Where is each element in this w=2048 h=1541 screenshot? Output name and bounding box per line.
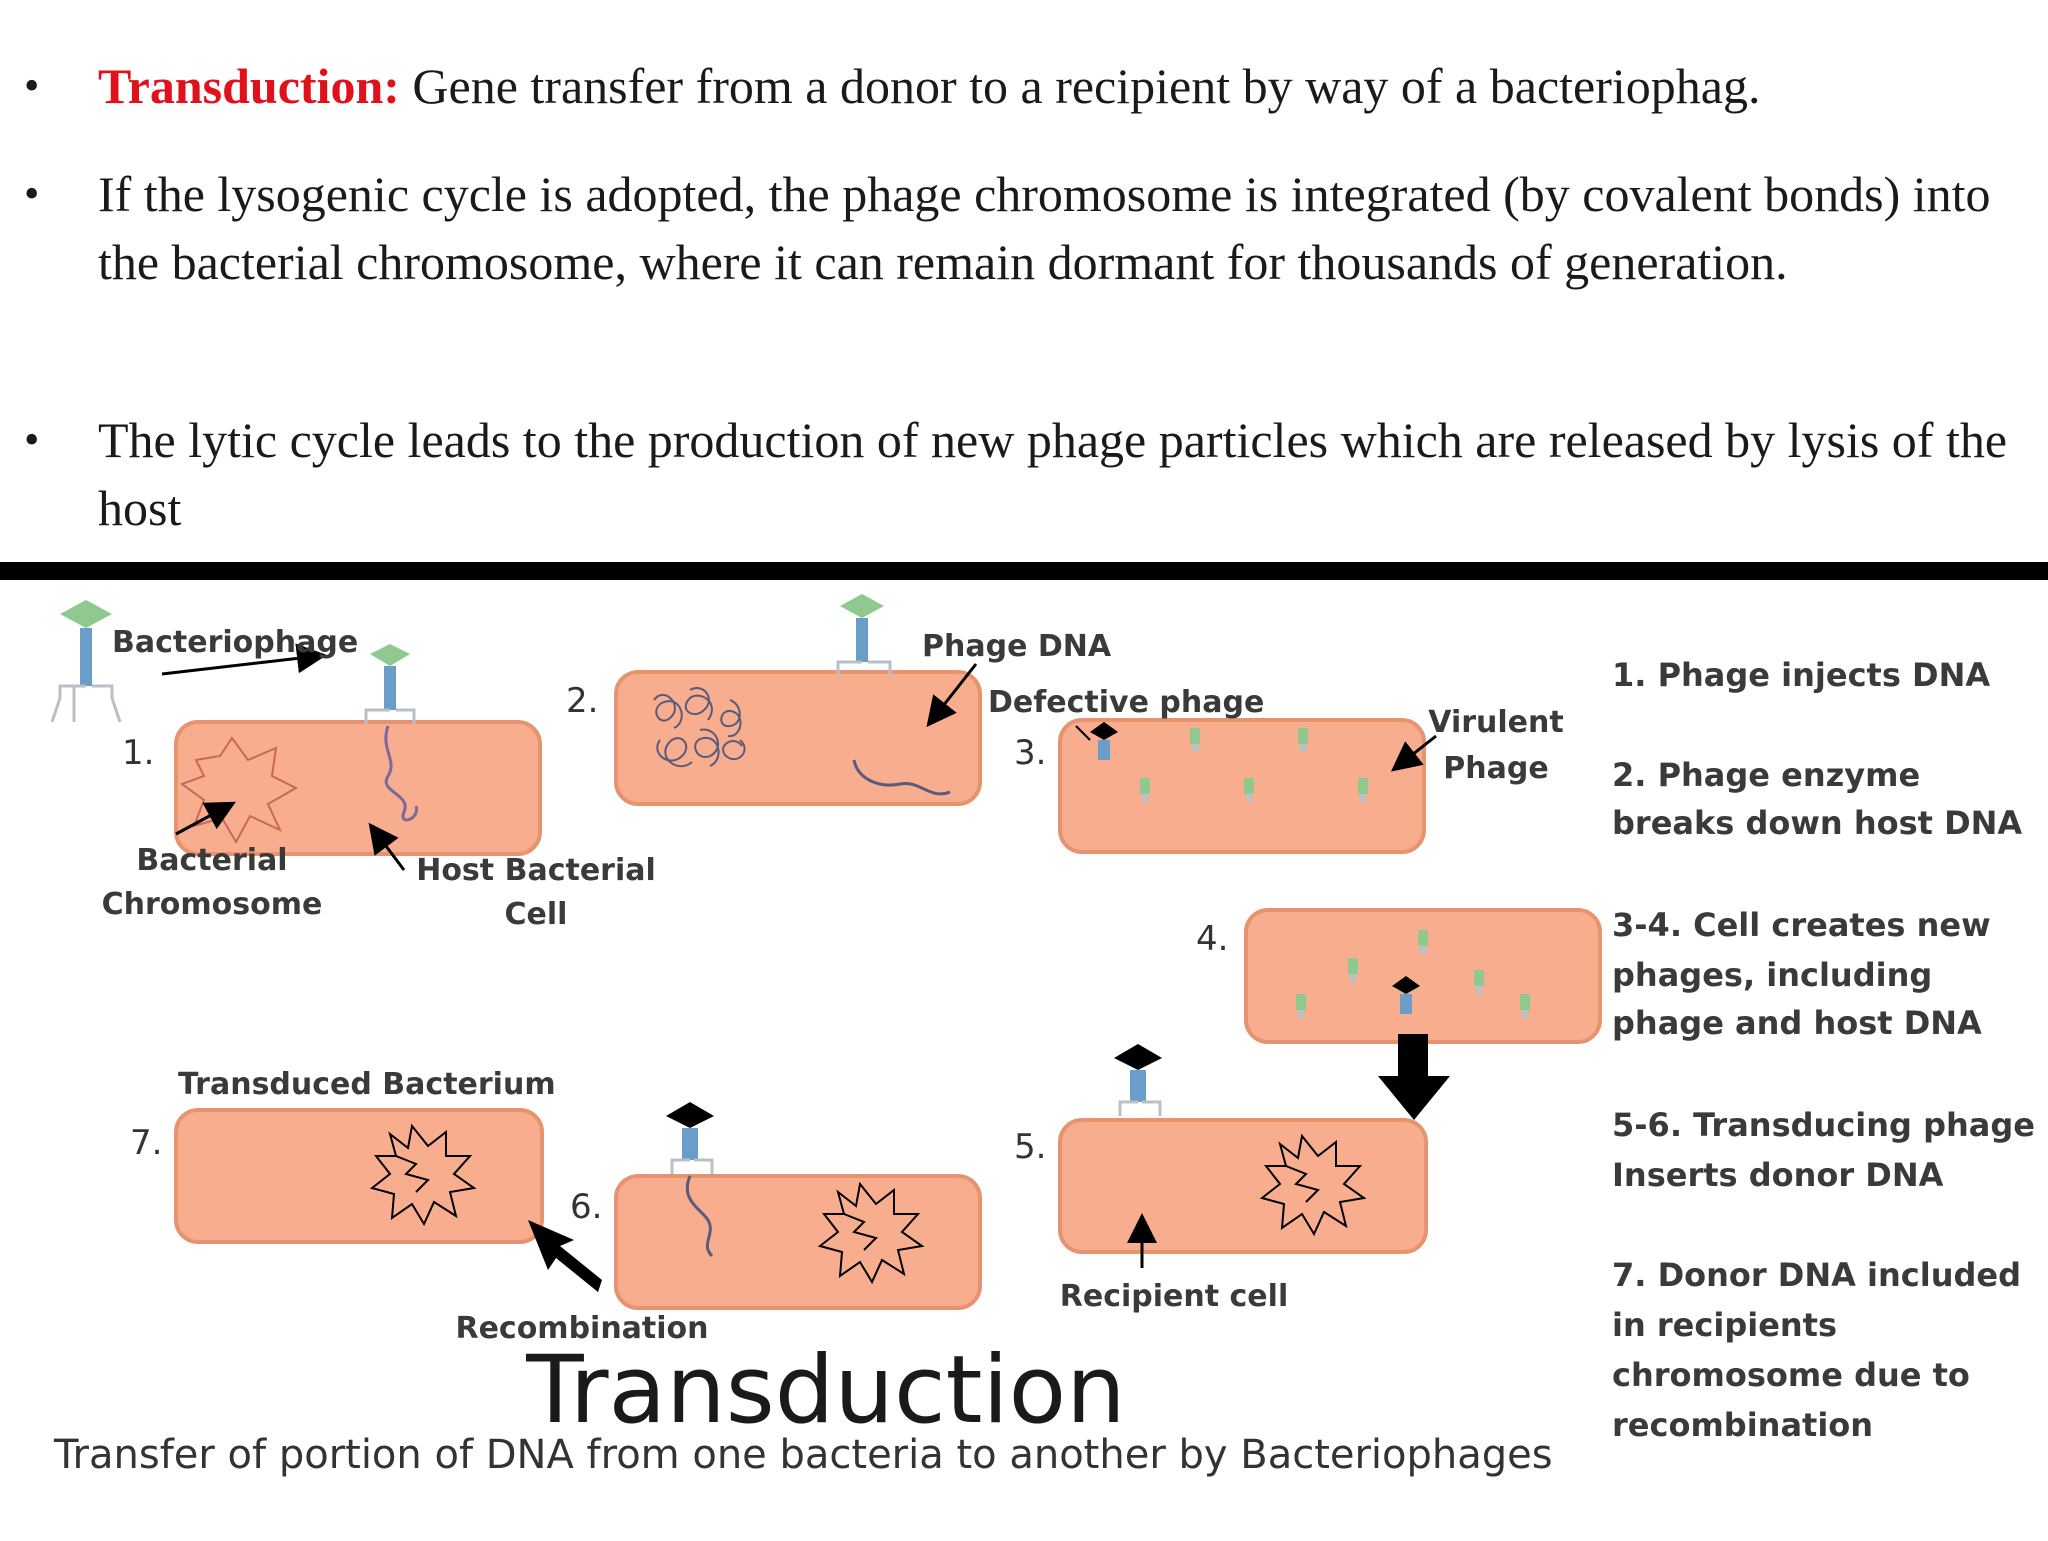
virulent-phages	[1140, 728, 1368, 802]
starburst-icon	[369, 1123, 477, 1227]
chromosome-starbursts	[369, 1123, 1367, 1285]
label-virulent-phage: Phage	[1443, 751, 1548, 786]
transducing-phage-icon	[666, 1102, 714, 1174]
bullet-dot: •	[24, 61, 40, 110]
defective-phage-icon	[1090, 722, 1118, 760]
step-number: 2.	[566, 681, 598, 721]
new-phage-icon	[1418, 930, 1428, 954]
legend-line: chromosome due to	[1612, 1356, 1970, 1394]
starburst-icon	[1259, 1133, 1367, 1237]
cell-2	[614, 670, 982, 806]
new-phages	[1296, 930, 1530, 1018]
legend-line: 3-4. Cell creates new	[1612, 906, 1991, 944]
step-number: 7.	[130, 1123, 162, 1163]
label-transduced-bacterium: Transduced Bacterium	[178, 1067, 556, 1102]
diagram-canvas: 1. 2. 3. 4. 5. 6. 7. Bacteriophage Bacte…	[50, 594, 2035, 1478]
label-phage-dna: Phage DNA	[922, 629, 1112, 664]
bacteriophage-icon	[364, 644, 416, 724]
new-phage-icon	[1520, 994, 1530, 1018]
cell-6	[614, 1174, 982, 1310]
legend-line: breaks down host DNA	[1612, 804, 2022, 842]
label-recipient-cell: Recipient cell	[1060, 1279, 1288, 1314]
fragmented-dna-icon	[653, 687, 746, 768]
bullet-dot: •	[24, 169, 40, 218]
transducing-phage-icon	[1392, 976, 1420, 1014]
step-number: 3.	[1014, 733, 1046, 773]
label-bacterial-chromosome: Bacterial	[136, 843, 287, 878]
bullet-list: • Transduction: Gene transfer from a don…	[0, 0, 2048, 560]
legend-line: recombination	[1612, 1406, 1873, 1444]
transducing-phage-icon	[1114, 1044, 1162, 1116]
bullet-text: Gene transfer from a donor to a recipien…	[399, 58, 1761, 114]
cells	[174, 670, 1602, 1310]
legend-line: Inserts donor DNA	[1612, 1156, 1944, 1194]
bacterial-chromosome-icon	[179, 736, 299, 845]
phage-dna-strand-icon	[852, 759, 951, 796]
virulent-phage-icon	[1298, 728, 1308, 752]
transduction-diagram: 1. 2. 3. 4. 5. 6. 7. Bacteriophage Bacte…	[0, 580, 2048, 1536]
bullet-dot: •	[24, 415, 40, 464]
legend-line: phages, including	[1612, 956, 1932, 994]
label-virulent-phage: Virulent	[1428, 705, 1563, 740]
cell-3	[1058, 718, 1426, 854]
legend-line: 7. Donor DNA included	[1612, 1256, 2021, 1294]
label-bacteriophage: Bacteriophage	[112, 625, 358, 660]
virulent-phage-icon	[1190, 728, 1200, 752]
bullet-keyword: Transduction:	[98, 58, 400, 114]
cell-4	[1244, 908, 1602, 1044]
arrow-icon	[1075, 725, 1091, 741]
separator-bar	[0, 562, 2048, 580]
new-phage-icon	[1348, 958, 1358, 982]
label-recombination: Recombination	[455, 1311, 708, 1346]
down-arrow-icon	[1378, 1034, 1450, 1120]
arrow-icon	[1390, 734, 1437, 772]
arrow-icon	[368, 822, 406, 871]
virulent-phage-icon	[1140, 778, 1150, 802]
legend: 1. Phage injects DNA 2. Phage enzyme bre…	[1612, 656, 2035, 1444]
diagram-title: Transduction	[525, 1336, 1125, 1445]
starburst-icon	[817, 1181, 925, 1285]
bullet-text: The lytic cycle leads to the production …	[98, 412, 2008, 536]
pointer-arrows	[161, 643, 1437, 1268]
cell-5	[1058, 1118, 1428, 1254]
arrow-icon	[175, 801, 236, 836]
step-number: 5.	[1014, 1127, 1046, 1167]
label-defective-phage: Defective phage	[988, 685, 1264, 720]
virulent-phage-icon	[1358, 778, 1368, 802]
bacteriophage-icon	[50, 600, 122, 723]
label-host-cell: Cell	[505, 897, 568, 932]
label-bacterial-chromosome: Chromosome	[102, 887, 323, 922]
bacteriophage-icon	[836, 594, 892, 676]
legend-line: in recipients	[1612, 1306, 1837, 1344]
donor-dna-strand-icon	[685, 1175, 714, 1258]
legend-line: phage and host DNA	[1612, 1004, 1982, 1042]
legend-line: 5-6. Transducing phage	[1612, 1106, 2035, 1144]
legend-line: 2. Phage enzyme	[1612, 756, 1920, 794]
cell-7	[174, 1108, 544, 1244]
legend-line: 1. Phage injects DNA	[1612, 656, 1990, 694]
recombination-arrow-icon	[528, 1220, 602, 1292]
step-number: 1.	[122, 733, 154, 773]
cell-1	[174, 720, 542, 856]
label-host-cell: Host Bacterial	[416, 853, 656, 888]
step-number: 4.	[1196, 919, 1228, 959]
new-phage-icon	[1296, 994, 1306, 1018]
bullet-text: If the lysogenic cycle is adopted, the p…	[98, 166, 1991, 290]
diagram-labels: Bacteriophage Bacterial Chromosome Host …	[102, 625, 1564, 1346]
virulent-phage-icon	[1244, 778, 1254, 802]
arrow-icon	[926, 663, 978, 728]
phage-dna-strand-icon	[384, 725, 418, 822]
new-phage-icon	[1474, 970, 1484, 994]
step-numbers: 1. 2. 3. 4. 5. 6. 7.	[122, 681, 1228, 1227]
arrow-icon	[161, 643, 327, 676]
step-number: 6.	[570, 1187, 602, 1227]
diagram-subtitle: Transfer of portion of DNA from one bact…	[53, 1432, 1553, 1478]
